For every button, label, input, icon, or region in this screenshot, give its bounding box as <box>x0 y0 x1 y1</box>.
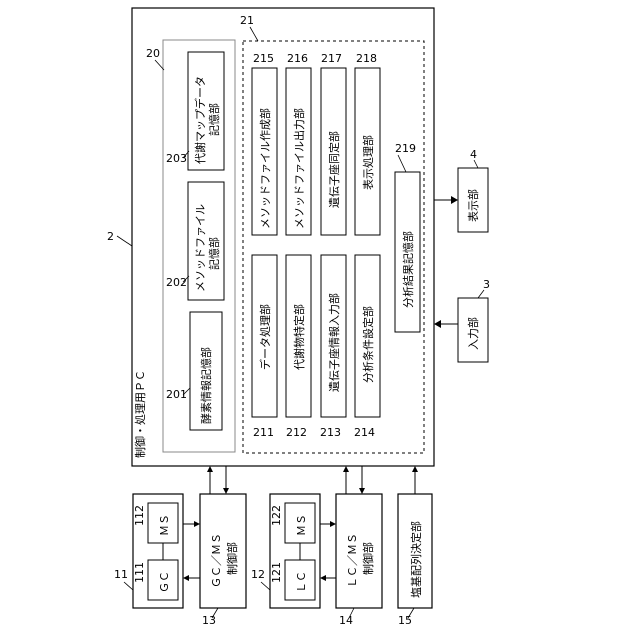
analysis-unit-216-number: 216 <box>287 52 308 65</box>
analysis-unit-211-number: 211 <box>253 426 274 439</box>
gcms-device-leader <box>124 582 133 590</box>
gcms-control-label-2: 制御部 <box>225 542 239 575</box>
gc-ms-label: ＭＳ <box>158 514 171 536</box>
analysis-unit-218-number: 218 <box>356 52 377 65</box>
arrow-gcdev-to-ctrl-head <box>194 521 200 527</box>
analysis-unit-211-label: データ処理部 <box>258 304 272 370</box>
gcms-control-number: 13 <box>202 614 216 627</box>
result-store-label: 分析結果記憶部 <box>401 231 415 308</box>
seq-unit-number: 15 <box>398 614 412 627</box>
arrow-to-display-head <box>451 196 458 204</box>
gc-number: 111 <box>133 562 146 583</box>
storage-unit-203-label-2: 記憶部 <box>207 103 221 136</box>
lcms-device-number: 12 <box>251 568 265 581</box>
arrow-from-input-head <box>434 320 441 328</box>
input-label: 入力部 <box>466 317 480 350</box>
display-leader <box>474 160 478 168</box>
analysis-unit-215-number: 215 <box>253 52 274 65</box>
analysis-unit-213-number: 213 <box>320 426 341 439</box>
gcms-control-label-1: ＧＣ／ＭＳ <box>210 533 223 588</box>
analysis-unit-217-label: 遺伝子座同定部 <box>327 131 341 208</box>
arrow-seq-to-pc-head <box>412 466 418 472</box>
display-label: 表示部 <box>466 189 480 222</box>
storage-group-number: 20 <box>146 47 160 60</box>
pc-number: 2 <box>107 230 114 243</box>
lcms-control-number: 14 <box>339 614 353 627</box>
analysis-group-leader <box>250 27 258 41</box>
analysis-unit-212-number: 212 <box>286 426 307 439</box>
display-number: 4 <box>470 148 477 161</box>
storage-unit-202-label-1: メソッドファイル <box>194 204 207 292</box>
arrow-pc-to-lcctrl-head <box>359 488 365 494</box>
analysis-unit-218-label: 表示処理部 <box>361 135 375 190</box>
result-store-leader <box>398 155 406 172</box>
lc-ms-number: 122 <box>270 505 283 526</box>
lc-number: 121 <box>270 562 283 583</box>
analysis-unit-214-number: 214 <box>354 426 375 439</box>
pc-leader <box>117 236 132 246</box>
arrow-ctrl-to-gcdev-head <box>183 575 189 581</box>
arrow-lcdev-to-ctrl-head <box>330 521 336 527</box>
pc-title: 制御・処理用ＰＣ <box>133 370 147 458</box>
analysis-unit-214-label: 分析条件設定部 <box>361 306 375 383</box>
storage-unit-203-label-1: 代謝マップデータ <box>193 76 207 164</box>
result-store-number: 219 <box>395 142 416 155</box>
gc-label: ＧＣ <box>158 571 171 593</box>
analysis-unit-217-number: 217 <box>321 52 342 65</box>
storage-unit-201-label: 酵素情報記憶部 <box>199 347 213 424</box>
analysis-unit-215-label: メソッドファイル作成部 <box>258 108 272 229</box>
lc-label: ＬＣ <box>295 571 308 593</box>
input-number: 3 <box>483 278 490 291</box>
lc-ms-label: ＭＳ <box>295 514 308 536</box>
lcms-device-leader <box>261 582 270 590</box>
input-leader <box>478 290 484 298</box>
analysis-unit-216-label: メソッドファイル出力部 <box>292 108 306 229</box>
arrow-ctrl-to-lcdev-head <box>320 575 326 581</box>
analysis-unit-212-label: 代謝物特定部 <box>292 304 306 370</box>
analysis-unit-213-label: 遺伝子座情報入力部 <box>327 293 341 392</box>
arrow-pc-to-gcctrl-head <box>223 488 229 494</box>
arrow-gcctrl-to-pc-head <box>207 466 213 472</box>
gc-ms-number: 112 <box>133 505 146 526</box>
analysis-group-number: 21 <box>240 14 254 27</box>
arrow-lcctrl-to-pc-head <box>343 466 349 472</box>
storage-unit-203-number: 203 <box>166 152 187 165</box>
gcms-control-box <box>200 494 246 608</box>
lcms-control-box <box>336 494 382 608</box>
storage-unit-202-number: 202 <box>166 276 187 289</box>
lcms-control-label-2: 制御部 <box>361 542 375 575</box>
storage-unit-202-label-2: 記憶部 <box>207 237 221 270</box>
gcms-device-number: 11 <box>114 568 128 581</box>
seq-unit-label: 塩基配列決定部 <box>409 521 423 598</box>
lcms-control-label-1: ＬＣ／ＭＳ <box>346 533 359 588</box>
